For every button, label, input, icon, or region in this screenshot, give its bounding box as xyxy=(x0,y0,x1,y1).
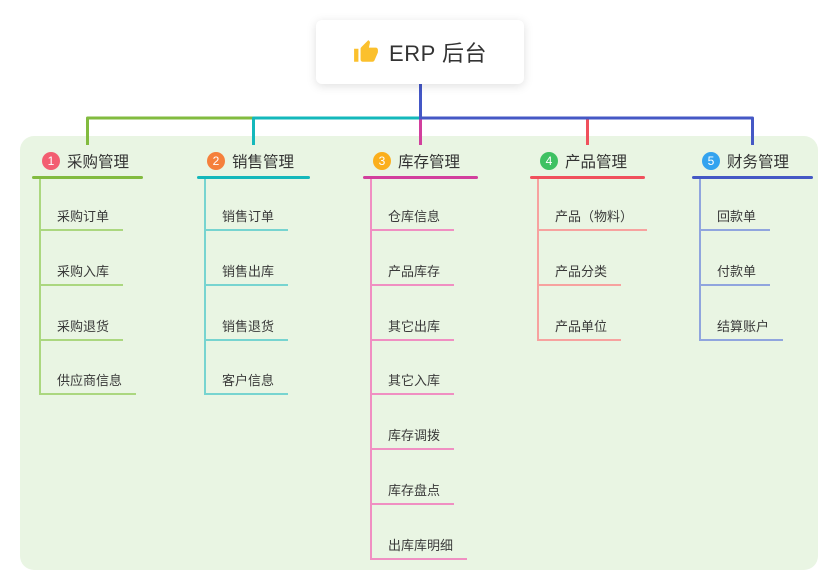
child-node-underline xyxy=(700,339,783,341)
child-node-label: 产品（物料） xyxy=(555,209,634,224)
branch-node-1[interactable]: 1 采购管理 xyxy=(42,151,129,171)
branch-node-5[interactable]: 5 财务管理 xyxy=(702,151,789,171)
child-node[interactable]: 产品单位 xyxy=(555,318,607,335)
branch-label: 财务管理 xyxy=(727,154,790,171)
child-node-label: 供应商信息 xyxy=(57,373,123,388)
child-node-underline xyxy=(371,503,454,505)
child-node-label: 仓库信息 xyxy=(388,209,441,224)
child-node-label: 销售订单 xyxy=(222,209,275,224)
child-node-label: 回款单 xyxy=(717,209,757,224)
child-node-label: 销售退货 xyxy=(222,319,275,334)
child-node[interactable]: 回款单 xyxy=(717,208,756,225)
child-node[interactable]: 仓库信息 xyxy=(388,208,440,225)
child-node-label: 采购入库 xyxy=(57,264,110,279)
branch-underline xyxy=(530,176,645,179)
branch-number-badge: 2 xyxy=(207,152,225,170)
branch-underline xyxy=(197,176,310,179)
root-node[interactable]: ERP 后台 xyxy=(316,20,524,84)
branch-node-2[interactable]: 2 销售管理 xyxy=(207,151,294,171)
child-node-underline xyxy=(371,229,454,231)
child-node-underline xyxy=(538,229,647,231)
child-node-label: 采购订单 xyxy=(57,209,110,224)
branch-node-3[interactable]: 3 库存管理 xyxy=(373,151,460,171)
child-node-label: 付款单 xyxy=(717,264,757,279)
child-node-underline xyxy=(205,229,288,231)
child-node-underline xyxy=(371,448,454,450)
child-node-label: 产品单位 xyxy=(555,319,608,334)
branch-child-spine xyxy=(699,179,701,341)
child-node[interactable]: 采购退货 xyxy=(57,318,109,335)
child-node-label: 其它出库 xyxy=(388,319,441,334)
child-node-label: 其它入库 xyxy=(388,373,441,388)
child-node-underline xyxy=(205,284,288,286)
thumbs-up-icon xyxy=(353,39,379,65)
child-node[interactable]: 产品库存 xyxy=(388,263,440,280)
child-node-underline xyxy=(205,393,288,395)
branch-child-spine xyxy=(370,179,372,560)
branch-number-badge: 3 xyxy=(373,152,391,170)
child-node[interactable]: 其它出库 xyxy=(388,318,440,335)
child-node-label: 库存调拨 xyxy=(388,428,441,443)
child-node[interactable]: 销售出库 xyxy=(222,263,274,280)
branch-label: 采购管理 xyxy=(67,154,130,171)
child-node[interactable]: 销售订单 xyxy=(222,208,274,225)
root-label: ERP 后台 xyxy=(389,41,487,66)
child-node-underline xyxy=(40,339,123,341)
child-node[interactable]: 结算账户 xyxy=(717,318,769,335)
child-node-underline xyxy=(371,339,454,341)
child-node[interactable]: 客户信息 xyxy=(222,372,274,389)
branch-label: 产品管理 xyxy=(565,154,628,171)
branch-number-badge: 4 xyxy=(540,152,558,170)
branch-underline xyxy=(692,176,813,179)
child-node[interactable]: 采购订单 xyxy=(57,208,109,225)
child-node-label: 产品库存 xyxy=(388,264,441,279)
child-node-label: 库存盘点 xyxy=(388,483,441,498)
child-node[interactable]: 采购入库 xyxy=(57,263,109,280)
child-node-underline xyxy=(371,558,467,560)
child-node-underline xyxy=(700,284,770,286)
child-node[interactable]: 库存调拨 xyxy=(388,427,440,444)
branch-child-spine xyxy=(204,179,206,396)
child-node-label: 采购退货 xyxy=(57,319,110,334)
branch-label: 销售管理 xyxy=(232,154,295,171)
branch-underline xyxy=(363,176,478,179)
child-node[interactable]: 出库库明细 xyxy=(388,537,453,554)
child-node-underline xyxy=(40,229,123,231)
child-node[interactable]: 产品（物料） xyxy=(555,208,633,225)
child-node-underline xyxy=(371,284,454,286)
branch-node-4[interactable]: 4 产品管理 xyxy=(540,151,627,171)
child-node-label: 销售出库 xyxy=(222,264,275,279)
branch-label: 库存管理 xyxy=(398,154,461,171)
branch-number-badge: 1 xyxy=(42,152,60,170)
child-node[interactable]: 产品分类 xyxy=(555,263,607,280)
child-node[interactable]: 供应商信息 xyxy=(57,372,122,389)
child-node[interactable]: 库存盘点 xyxy=(388,482,440,499)
child-node-underline xyxy=(538,284,621,286)
child-node-underline xyxy=(700,229,770,231)
child-node-underline xyxy=(40,284,123,286)
child-node-label: 结算账户 xyxy=(717,319,770,334)
child-node[interactable]: 付款单 xyxy=(717,263,756,280)
branch-number-badge: 5 xyxy=(702,152,720,170)
branch-underline xyxy=(32,176,143,179)
child-node-label: 客户信息 xyxy=(222,373,275,388)
branch-child-spine xyxy=(39,179,41,396)
child-node-underline xyxy=(371,393,454,395)
child-node-label: 出库库明细 xyxy=(388,538,454,553)
child-node-underline xyxy=(40,393,136,395)
child-node[interactable]: 销售退货 xyxy=(222,318,274,335)
branch-child-spine xyxy=(537,179,539,341)
mindmap-panel xyxy=(20,136,818,570)
child-node[interactable]: 其它入库 xyxy=(388,372,440,389)
child-node-label: 产品分类 xyxy=(555,264,608,279)
child-node-underline xyxy=(538,339,621,341)
child-node-underline xyxy=(205,339,288,341)
